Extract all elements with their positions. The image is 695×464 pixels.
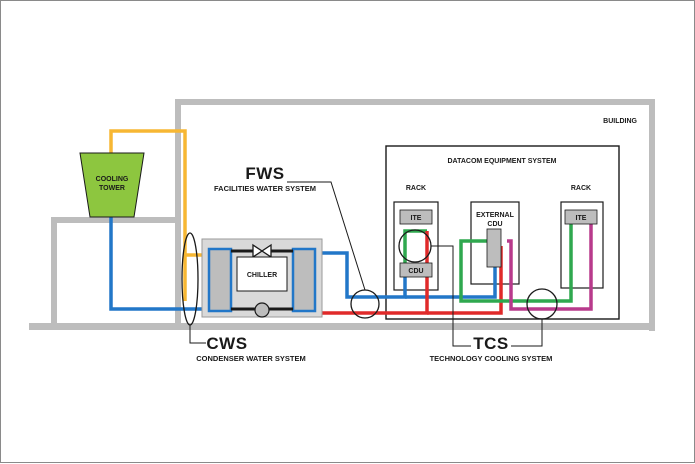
tcs-leader-right: [511, 319, 543, 347]
tower-platform: [51, 217, 181, 323]
building-label: BUILDING: [603, 118, 637, 125]
platform-top: [51, 217, 181, 223]
tcs-indicator-circle-right: [526, 288, 558, 320]
ite-left-label: ITE: [411, 215, 422, 222]
chiller-condenser-coil: [207, 247, 233, 313]
condenser-return-pipe: [109, 217, 209, 311]
cooling-tower-label-1: COOLING: [96, 176, 129, 183]
facility-return-to-ecdu: [427, 246, 503, 315]
cdu-label: CDU: [408, 268, 423, 275]
expansion-valve-icon: [252, 243, 272, 259]
external-cdu-label-2: CDU: [487, 221, 502, 228]
platform-leg-right: [175, 217, 181, 323]
cws-subtitle: CONDENSER WATER SYSTEM: [196, 354, 305, 363]
facility-supply-pipe: [315, 251, 407, 299]
tcs-leader-left: [431, 245, 471, 347]
ite-left-box: [399, 209, 433, 225]
tcs-magenta-right: [507, 223, 593, 311]
ite-right-box: [564, 209, 598, 225]
cdu-box: [399, 262, 433, 278]
building-floor: [29, 323, 655, 330]
cooling-tower-label-2: TOWER: [99, 185, 125, 192]
tcs-green-right: [459, 223, 573, 303]
compressor-icon: [254, 302, 270, 318]
rack-right-label: RACK: [571, 185, 591, 192]
chiller: [201, 238, 323, 318]
fws-title: FWS: [245, 164, 284, 183]
datacom-label: DATACOM EQUIPMENT SYSTEM: [447, 158, 556, 165]
building-walls: [29, 99, 655, 331]
external-cdu-exchanger: [486, 228, 502, 268]
tcs-subtitle: TECHNOLOGY COOLING SYSTEM: [430, 354, 553, 363]
tcs-title: TCS: [473, 334, 509, 353]
cws-leader: [189, 325, 206, 344]
building-wall-top: [175, 99, 655, 105]
cws-title: CWS: [206, 334, 247, 353]
chiller-evaporator-coil: [291, 247, 317, 313]
datacom-box: [385, 145, 620, 320]
condenser-supply-pipe: [109, 129, 209, 257]
fws-leader: [287, 181, 366, 291]
building-wall-left: [175, 99, 181, 319]
cooling-tower: [79, 152, 145, 218]
ite-right-label: ITE: [576, 215, 587, 222]
rack-left-label: RACK: [406, 185, 426, 192]
platform-leg-left: [51, 217, 57, 323]
chiller-label-box: [236, 256, 288, 292]
building-wall-right: [649, 99, 655, 331]
chiller-label: CHILLER: [247, 272, 277, 279]
fws-subtitle: FACILITIES WATER SYSTEM: [214, 184, 316, 193]
external-cdu-label-1: EXTERNAL: [476, 212, 514, 219]
